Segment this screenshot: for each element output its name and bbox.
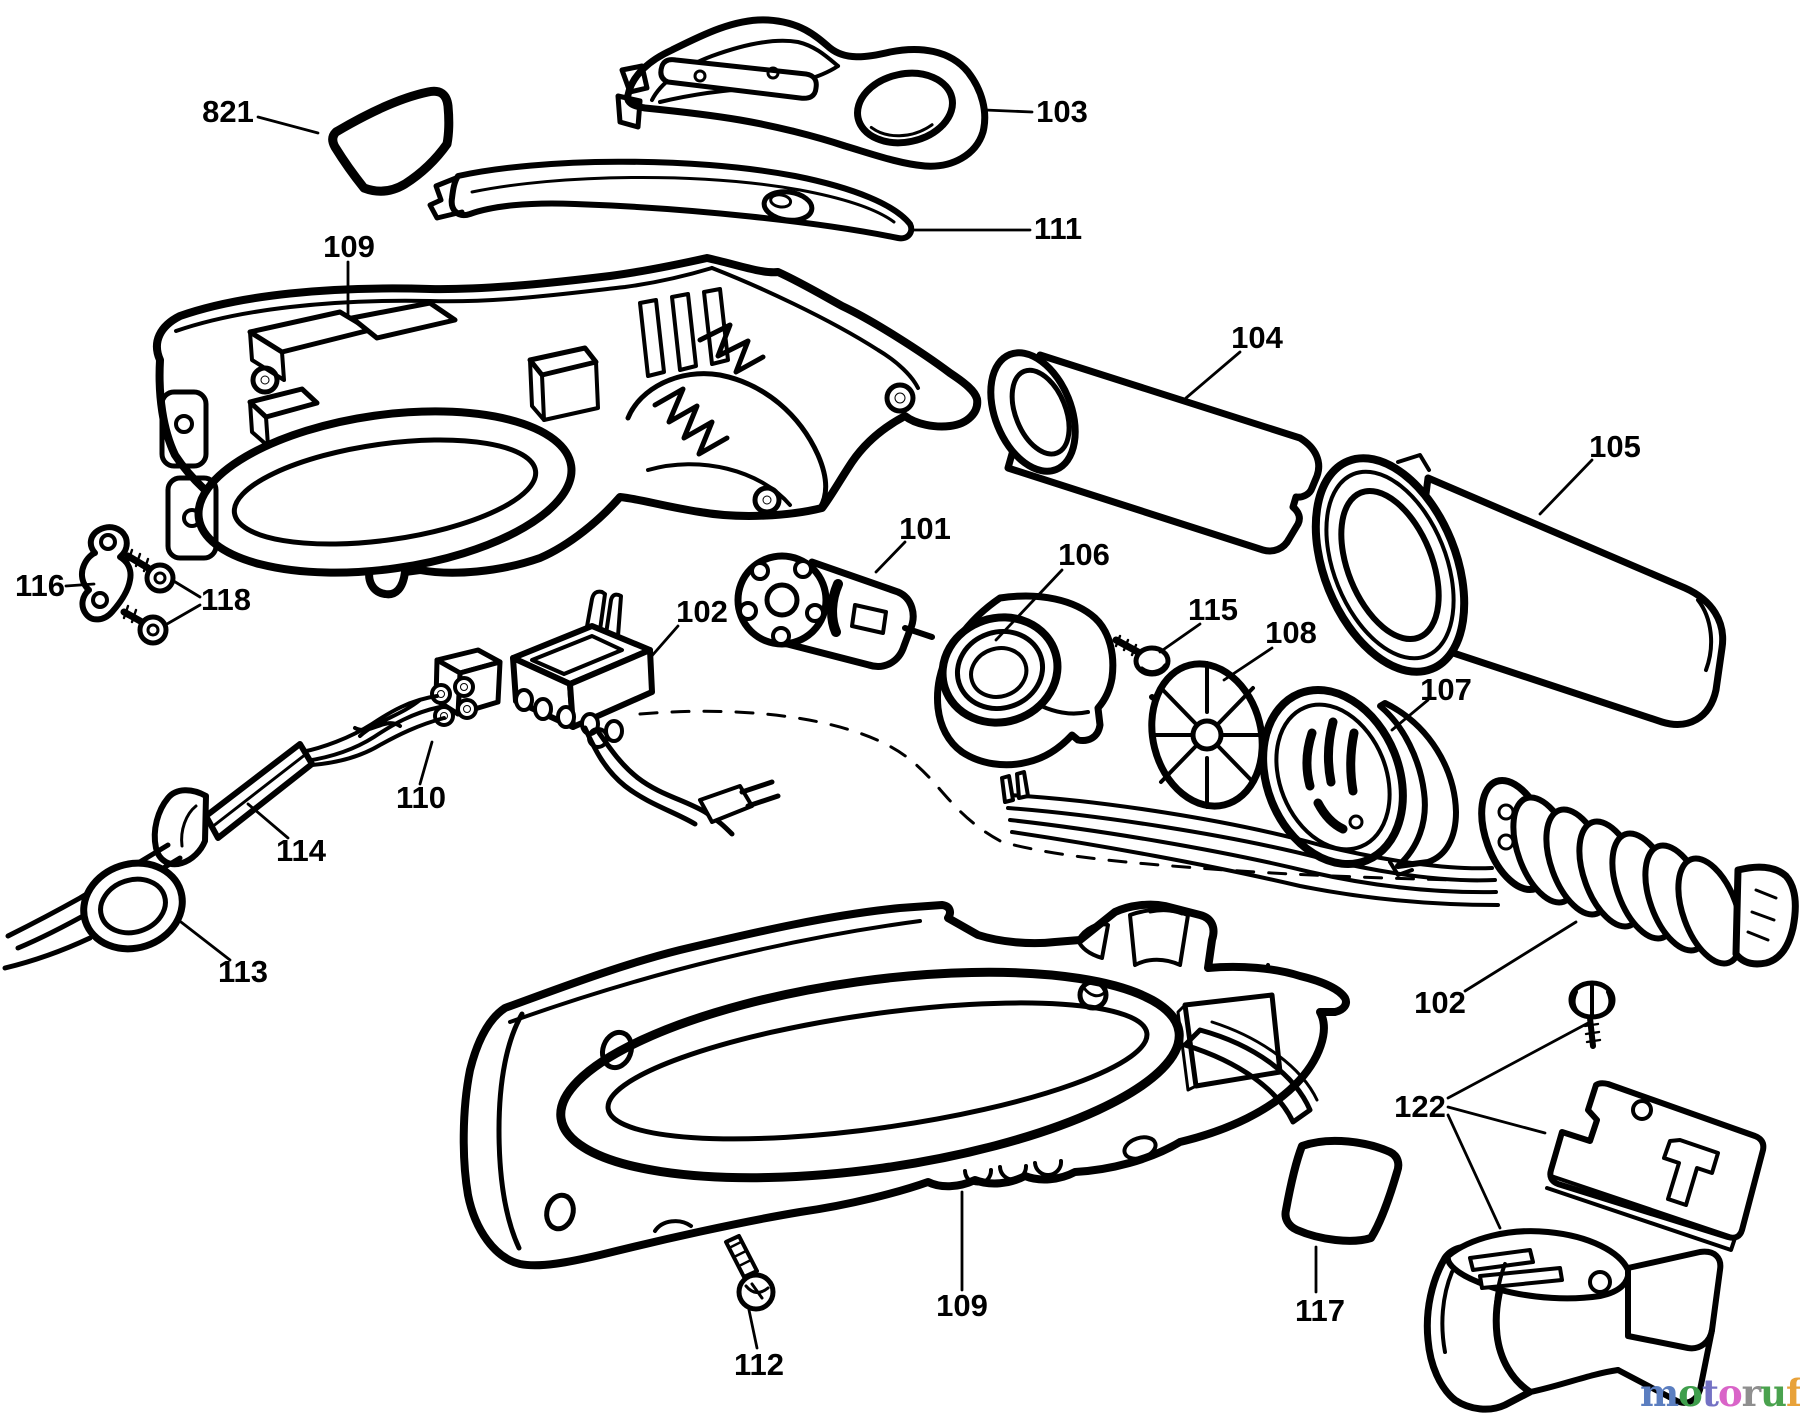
tube-104-shape bbox=[987, 349, 1323, 555]
leader-lines bbox=[64, 108, 1594, 1350]
label-102-switch: 102 bbox=[676, 594, 728, 629]
tube-105-shape bbox=[1311, 453, 1727, 728]
watermark-letter: t bbox=[1701, 1371, 1719, 1415]
screw-115-shape bbox=[1112, 634, 1171, 677]
screw-112-shape bbox=[724, 1234, 776, 1312]
mount-plate-shape bbox=[1545, 1080, 1767, 1252]
watermark-letter: o bbox=[1717, 1371, 1743, 1415]
label-111: 111 bbox=[1033, 211, 1083, 246]
coil-shape bbox=[1478, 776, 1799, 968]
cable-clamp-shape bbox=[1423, 1228, 1724, 1413]
label-113: 113 bbox=[217, 954, 269, 989]
label-106: 106 bbox=[1058, 537, 1110, 572]
mount-screw-shape bbox=[1568, 980, 1616, 1049]
top-cover-shape bbox=[615, 16, 989, 170]
label-110: 110 bbox=[395, 780, 447, 815]
watermark-letter: o bbox=[1678, 1371, 1703, 1415]
label-114: 114 bbox=[275, 833, 327, 868]
fan-wheel-shape bbox=[1148, 660, 1271, 810]
cable-assembly-shape bbox=[2, 694, 446, 971]
label-109-bottom: 109 bbox=[936, 1288, 988, 1323]
strip-111-shape bbox=[427, 158, 915, 242]
label-821: 821 bbox=[202, 94, 254, 129]
watermark-letter: u bbox=[1760, 1371, 1787, 1415]
label-112: 112 bbox=[733, 1347, 785, 1382]
fan-cone-shape bbox=[1259, 685, 1459, 877]
label-104: 104 bbox=[1231, 320, 1283, 355]
label-115: 115 bbox=[1187, 592, 1239, 627]
cable-loop-113 bbox=[80, 859, 186, 953]
label-105: 105 bbox=[1589, 429, 1641, 464]
link-116-shape bbox=[78, 524, 134, 623]
watermark-letter: r bbox=[1741, 1371, 1761, 1415]
label-118: 118 bbox=[200, 582, 252, 617]
pad-821-shape bbox=[328, 86, 454, 196]
upper-housing-shape bbox=[152, 254, 982, 599]
label-102-coil: 102 bbox=[1414, 985, 1466, 1020]
switch-shape bbox=[510, 589, 781, 837]
label-116: 116 bbox=[14, 568, 66, 603]
motoruf-watermark: motoruf’.de bbox=[1640, 1370, 1800, 1419]
pad-117-shape bbox=[1281, 1136, 1403, 1245]
watermark-letter: m bbox=[1640, 1371, 1679, 1415]
motor-shape bbox=[734, 552, 935, 670]
label-103: 103 bbox=[1036, 94, 1088, 129]
label-107: 107 bbox=[1420, 672, 1472, 707]
label-117: 117 bbox=[1294, 1293, 1346, 1328]
screws-118-shape bbox=[120, 548, 176, 646]
connector-block-shape bbox=[430, 647, 503, 727]
label-122: 122 bbox=[1394, 1089, 1446, 1124]
fan-housing-shape bbox=[934, 592, 1117, 769]
label-109-top: 109 bbox=[323, 229, 375, 264]
lower-housing-shape bbox=[459, 900, 1350, 1270]
watermark-letter: f bbox=[1786, 1371, 1800, 1415]
label-108: 108 bbox=[1265, 615, 1317, 650]
label-101: 101 bbox=[899, 511, 951, 546]
